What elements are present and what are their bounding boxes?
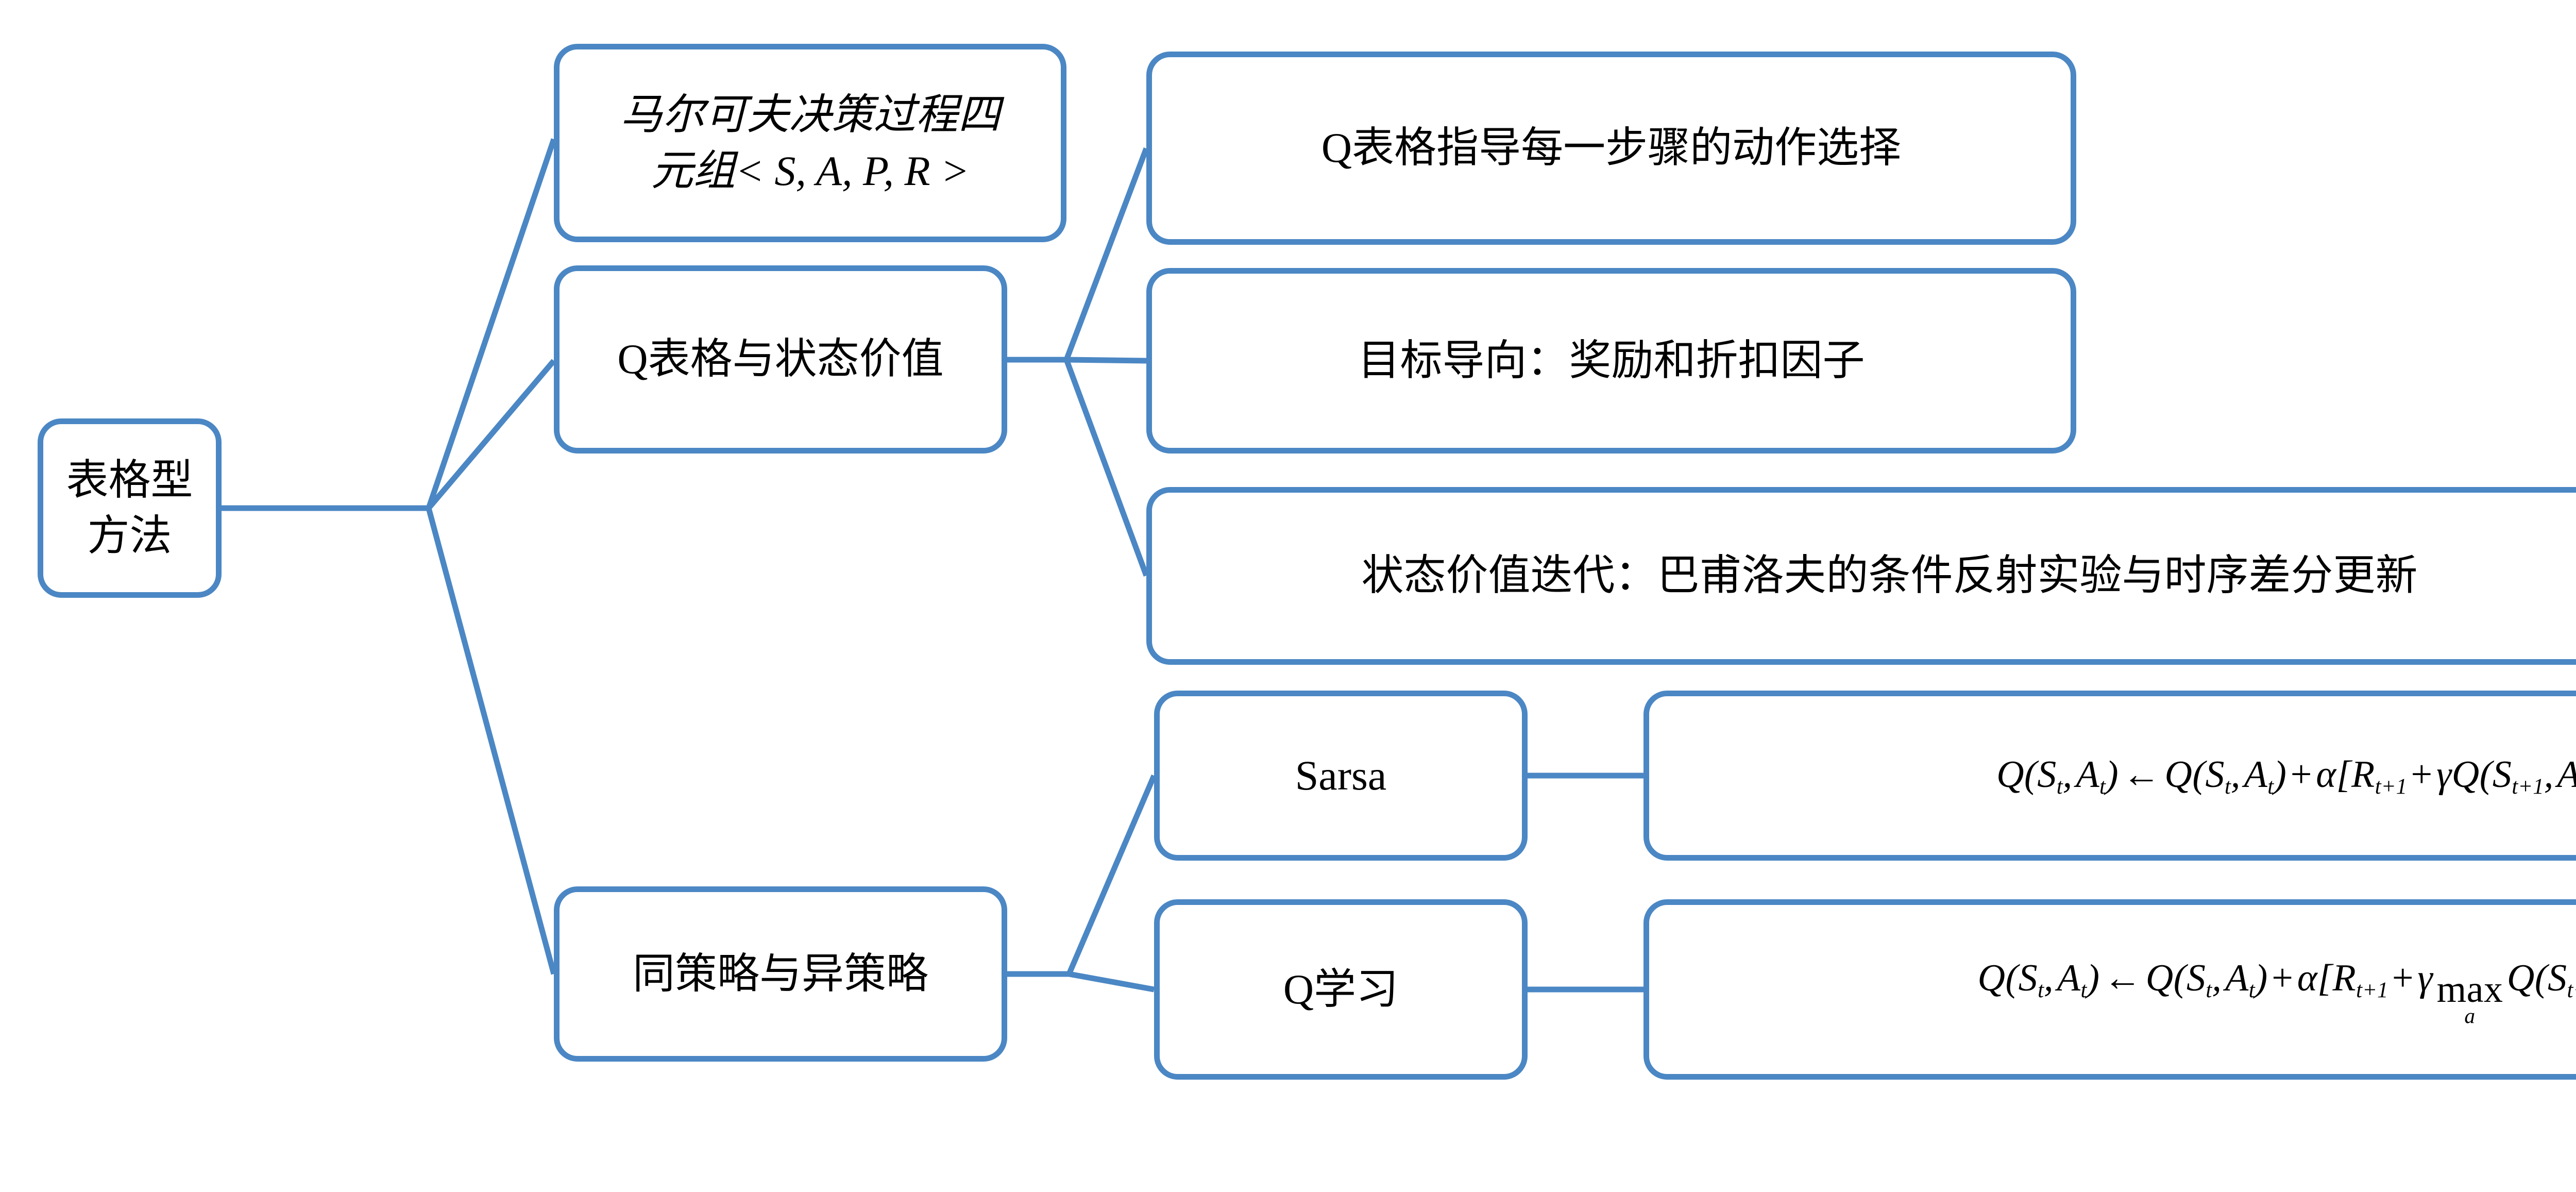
edge-policy-qlearn (1069, 971, 1155, 993)
node-iter-label: 状态价值迭代：巴甫洛夫的条件反射实验与时序差分更新 (1361, 552, 2418, 599)
node-goal-label: 目标导向：奖励和折扣因子 (1358, 337, 1865, 384)
edge-qtable-guide (1063, 147, 1149, 361)
edge-policy-sarsa (1066, 774, 1157, 976)
node-q-table-guides-action-selection[interactable]: Q表格指导每一步骤的动作选择 (1146, 52, 2076, 245)
sarsa-formula-expression: Q(St, At)←Q(St, At)+α[Rt+1+γQ(St+1, At+1… (1996, 753, 2576, 799)
node-sarsa-update-formula[interactable]: Q(St, At)←Q(St, At)+α[Rt+1+γQ(St+1, At+1… (1643, 691, 2576, 861)
node-root-tabular-methods[interactable]: 表格型方法 (38, 418, 222, 598)
node-policy-label: 同策略与异策略 (632, 950, 928, 997)
node-state-value-iteration-pavlov-td[interactable]: 状态价值迭代：巴甫洛夫的条件反射实验与时序差分更新 (1146, 487, 2576, 665)
node-q-learning-update-formula[interactable]: Q(St, At)←Q(St, At)+α[Rt+1+γmaxaQ(St+1, … (1643, 899, 2576, 1080)
node-mdp-label: 马尔可夫决策过程四 元组< S, A, P, R > (620, 91, 1001, 194)
edge-qtable-iter (1063, 359, 1149, 577)
node-sarsa-label: Sarsa (1295, 751, 1387, 799)
node-markov-decision-process[interactable]: 马尔可夫决策过程四 元组< S, A, P, R > (554, 44, 1066, 242)
edge-root-mdp (426, 138, 557, 509)
node-qlearn-label: Q学习 (1283, 965, 1399, 1013)
node-guide-label: Q表格指导每一步骤的动作选择 (1321, 124, 1902, 172)
node-qtable-label: Q表格与状态价值 (617, 335, 944, 383)
edge-qtable-goal (1066, 357, 1147, 364)
node-goal-oriented-reward-discount[interactable]: 目标导向：奖励和折扣因子 (1146, 268, 2076, 454)
node-root-label: 表格型方法 (66, 456, 193, 559)
node-q-table-and-state-value[interactable]: Q表格与状态价值 (554, 265, 1007, 454)
edge-root-qtable (426, 359, 556, 510)
node-sarsa[interactable]: Sarsa (1154, 691, 1528, 861)
edge-root-policy (426, 507, 557, 975)
node-q-learning[interactable]: Q学习 (1154, 899, 1528, 1080)
q-learning-formula-expression: Q(St, At)←Q(St, At)+α[Rt+1+γmaxaQ(St+1, … (1977, 957, 2576, 1028)
node-on-policy-off-policy[interactable]: 同策略与异策略 (554, 886, 1007, 1062)
